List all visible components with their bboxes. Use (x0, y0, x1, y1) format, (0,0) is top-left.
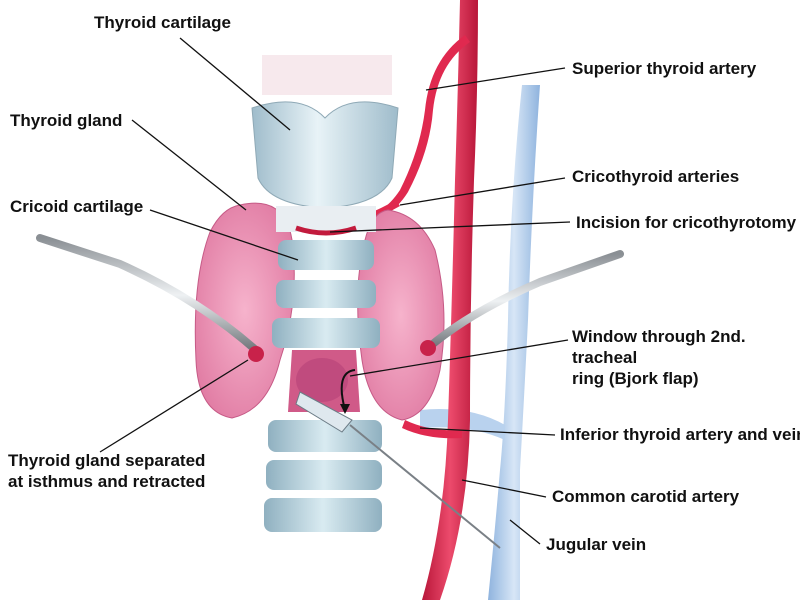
label-thyroid-separated-line-1: Thyroid gland separated (8, 451, 206, 470)
leader-superior-thyroid-artery (425, 67, 566, 91)
tracheal-ring-4 (266, 460, 382, 490)
common-carotid-artery-shape (422, 0, 478, 600)
flap-suture (349, 424, 501, 549)
leader-window (349, 339, 569, 377)
leader-jugular-vein (509, 519, 541, 545)
tracheal-ring-2 (272, 318, 380, 348)
flap-arrow-head (340, 404, 350, 414)
right-retractor (424, 250, 624, 352)
cricoid-cartilage-shape (278, 240, 374, 270)
cricothyroid-membrane (276, 206, 376, 232)
label-inferior-thyroid: Inferior thyroid artery and vein (560, 425, 800, 444)
label-thyroid-gland: Thyroid gland (10, 111, 123, 130)
leader-thyroid-cartilage (179, 37, 291, 131)
leader-cricoid-cartilage (149, 209, 299, 261)
thyroid-cartilage-shape (251, 101, 399, 209)
label-superior-thyroid-artery: Superior thyroid artery (572, 59, 757, 78)
leader-common-carotid (461, 479, 547, 498)
label-window: Window through 2nd. tracheal ring (Bjork… (572, 326, 797, 389)
leader-thyroid-separated (99, 359, 249, 453)
label-incision: Incision for cricothyrotomy (576, 213, 797, 232)
label-window-line-2: ring (Bjork flap) (572, 369, 699, 388)
leader-lines (99, 37, 571, 545)
left-retractor (36, 234, 262, 356)
leader-incision (329, 221, 571, 233)
label-thyroid-cartilage: Thyroid cartilage (94, 13, 231, 32)
label-thyroid-separated-line-2: at isthmus and retracted (8, 472, 206, 491)
tracheal-lumen (296, 358, 348, 402)
label-common-carotid: Common carotid artery (552, 487, 740, 506)
leader-inferior-thyroid (419, 427, 556, 436)
label-cricoid-cartilage: Cricoid cartilage (10, 197, 144, 216)
leader-thyroid-gland (131, 119, 247, 211)
right-retractor-hook (420, 340, 436, 356)
upper-tissue (262, 55, 392, 95)
superior-thyroid-artery-shape (380, 35, 470, 216)
leader-cricothyroid-arteries (399, 177, 566, 206)
tracheal-ring-5 (264, 498, 382, 532)
jugular-vein-shape (488, 85, 540, 600)
label-thyroid-separated: Thyroid gland separated at isthmus and r… (8, 450, 238, 492)
tracheal-ring-1 (276, 280, 376, 308)
flap-shape (295, 391, 353, 433)
label-cricothyroid-arteries: Cricothyroid arteries (572, 167, 740, 186)
label-window-line-1: Window through 2nd. tracheal (572, 327, 746, 367)
incision-shape (295, 225, 357, 236)
left-retractor-hook (248, 346, 264, 362)
label-jugular-vein: Jugular vein (546, 535, 647, 554)
